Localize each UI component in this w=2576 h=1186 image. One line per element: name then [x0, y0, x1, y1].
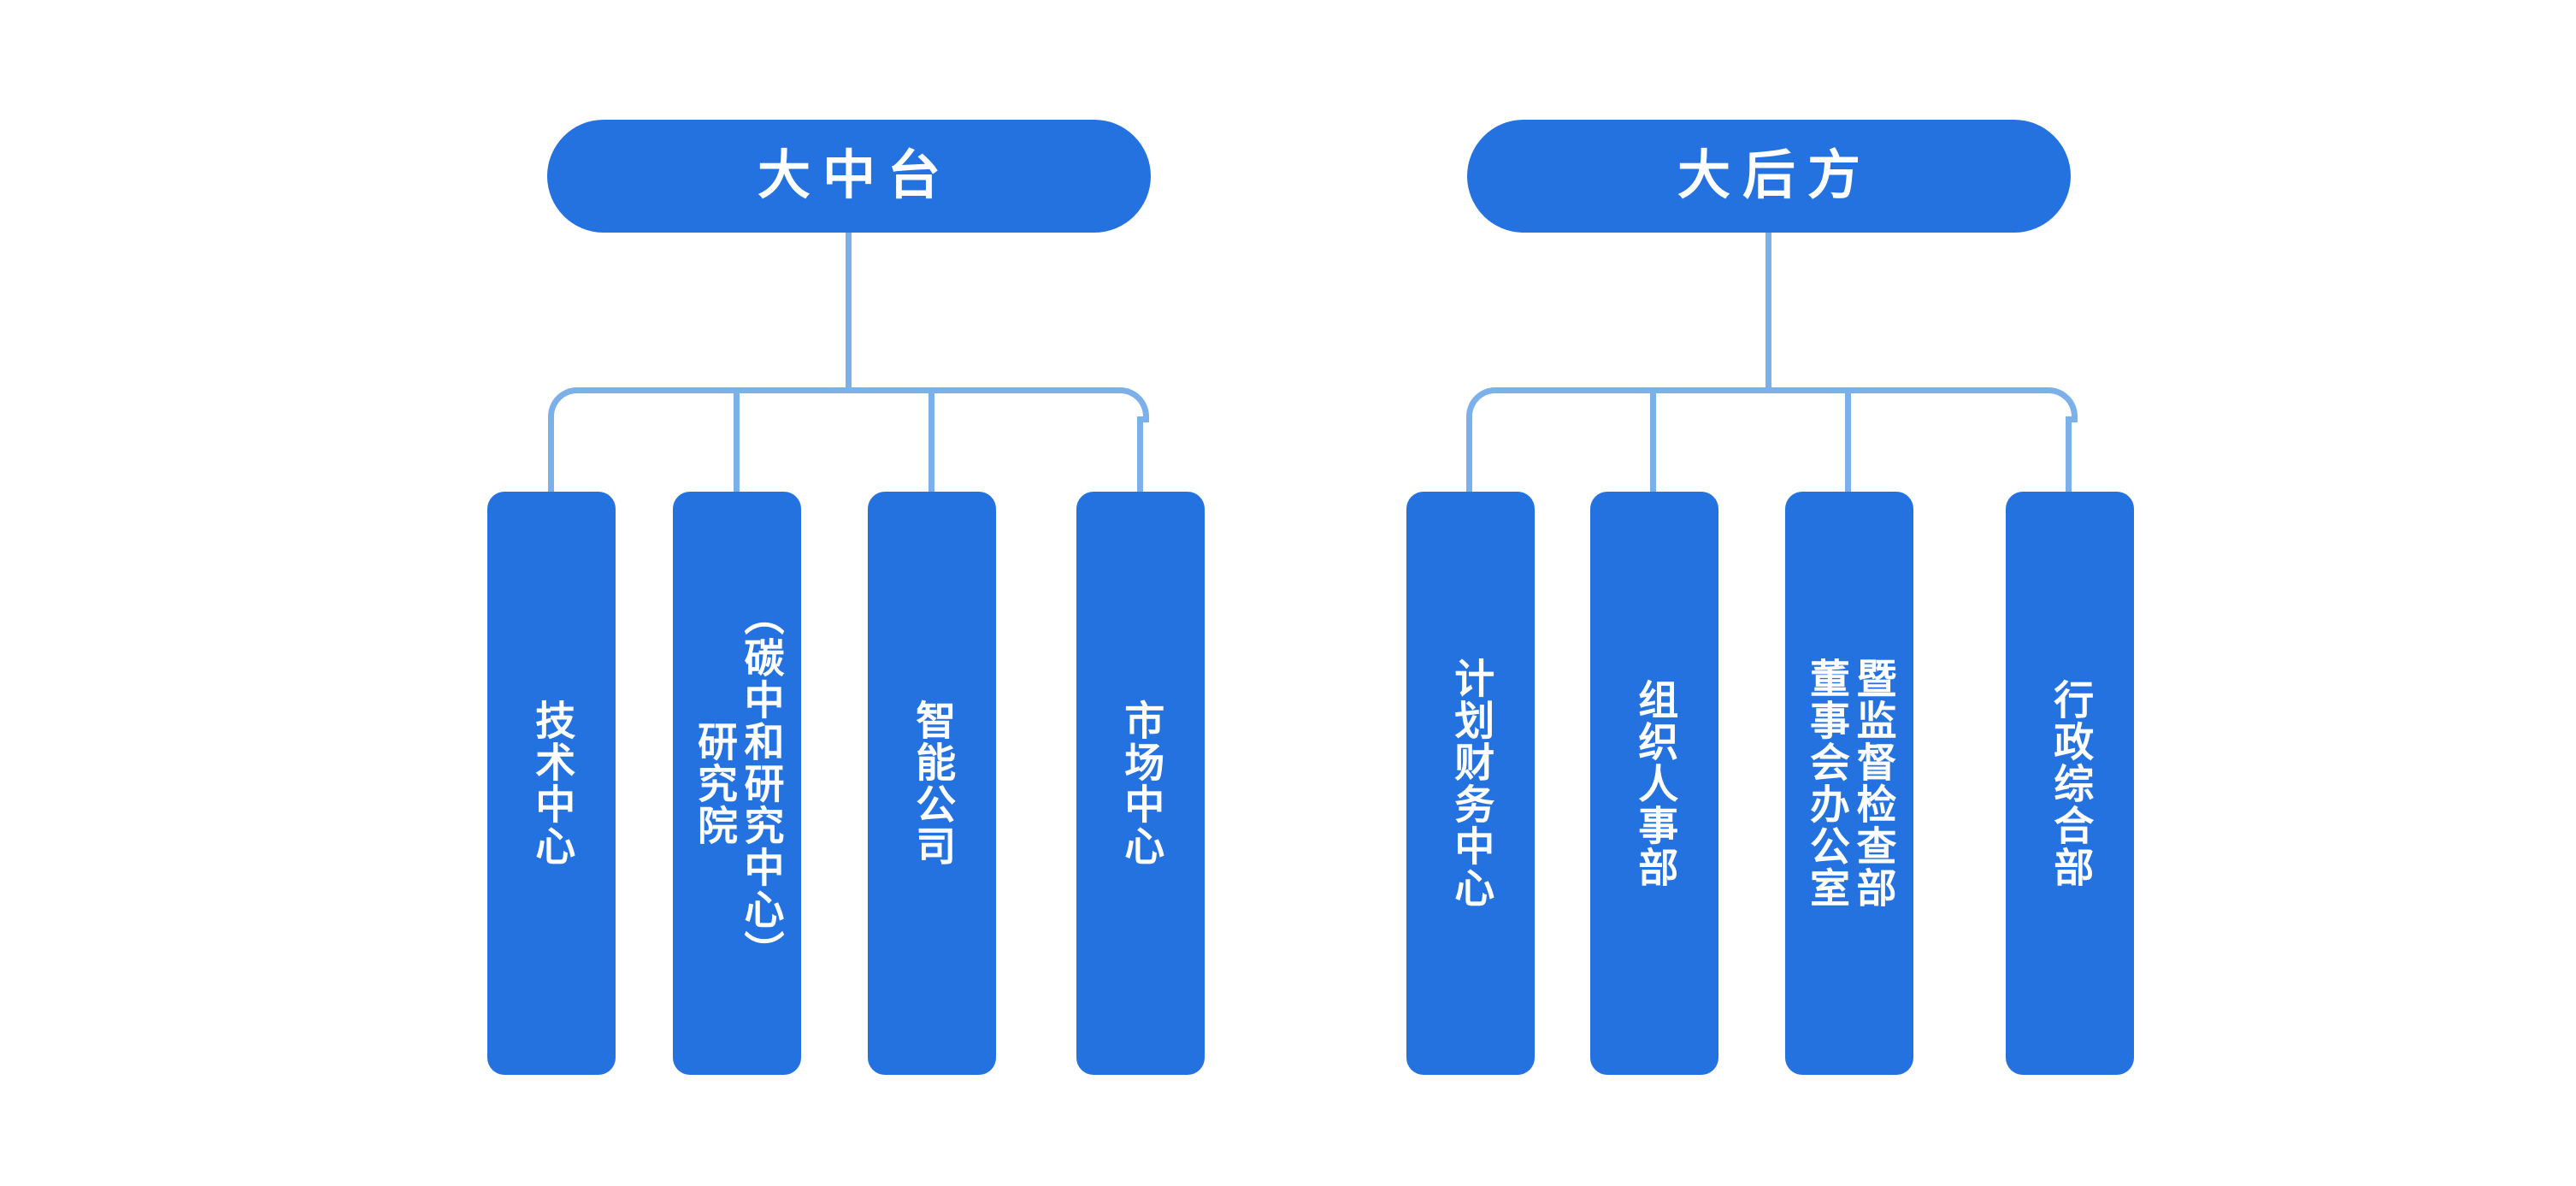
connector-drop-houfang-3 [2066, 416, 2072, 493]
connector-drop-houfang-1 [1650, 390, 1656, 493]
leaf-node-zhongtai-0-col-0: 技术中心 [529, 699, 575, 867]
connector-drop-houfang-2 [1845, 390, 1851, 493]
root-node-zhongtai-label: 大中台 [757, 146, 952, 205]
connector-drop-zhongtai-2 [928, 390, 934, 493]
connector-drop-zhongtai-0 [548, 416, 554, 493]
leaf-node-houfang-1-col-0: 组织人事部 [1632, 678, 1678, 888]
leaf-node-zhongtai-3-col-0: 市场中心 [1118, 699, 1164, 867]
root-node-houfang-label: 大后方 [1677, 146, 1872, 205]
connector-stem-houfang [1765, 233, 1771, 388]
connector-elbow-left-houfang [1466, 387, 1501, 422]
leaf-node-houfang-0-col-0: 计划财务中心 [1448, 658, 1494, 909]
connector-bus-zhongtai [577, 387, 1114, 393]
root-node-houfang[interactable]: 大后方 [1467, 120, 2071, 233]
leaf-node-zhongtai-3[interactable]: 市场中心 [1076, 492, 1205, 1075]
connector-elbow-right-zhongtai [1114, 387, 1149, 422]
connector-bus-houfang [1495, 387, 2043, 393]
leaf-node-zhongtai-1-col-0: 研究院 [692, 720, 737, 847]
connector-elbow-right-houfang [2043, 387, 2078, 422]
leaf-node-zhongtai-1-col-1: （碳中和研究中心） [738, 594, 784, 972]
leaf-node-houfang-1[interactable]: 组织人事部 [1590, 492, 1718, 1075]
leaf-node-houfang-2-col-0: 董事会办公室 [1804, 658, 1849, 909]
connector-drop-houfang-0 [1466, 416, 1472, 493]
leaf-node-houfang-2-col-1: 暨监督检查部 [1850, 658, 1896, 909]
leaf-node-houfang-3[interactable]: 行政综合部 [2006, 492, 2134, 1075]
leaf-node-zhongtai-2[interactable]: 智能公司 [868, 492, 996, 1075]
leaf-node-zhongtai-1[interactable]: 研究院 （碳中和研究中心） [673, 492, 801, 1075]
connector-drop-zhongtai-3 [1137, 416, 1143, 493]
leaf-node-houfang-0[interactable]: 计划财务中心 [1406, 492, 1535, 1075]
root-node-zhongtai[interactable]: 大中台 [547, 120, 1151, 233]
connector-drop-zhongtai-1 [734, 390, 740, 493]
connector-elbow-left-zhongtai [548, 387, 583, 422]
leaf-node-houfang-3-col-0: 行政综合部 [2048, 678, 2094, 888]
leaf-node-zhongtai-2-col-0: 智能公司 [910, 699, 956, 867]
leaf-node-zhongtai-0[interactable]: 技术中心 [487, 492, 616, 1075]
connector-stem-zhongtai [846, 233, 852, 388]
leaf-node-houfang-2[interactable]: 董事会办公室 暨监督检查部 [1785, 492, 1913, 1075]
